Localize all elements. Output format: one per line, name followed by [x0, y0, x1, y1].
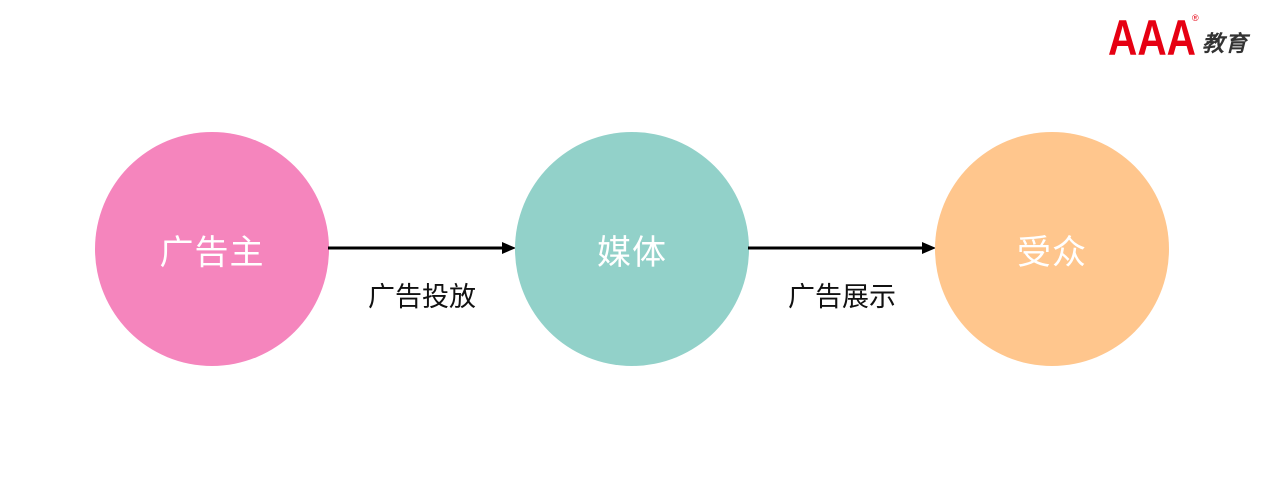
- edge-label-ad-display: 广告展示: [788, 282, 896, 313]
- aaa-logo-mark: AAA ®: [1108, 12, 1199, 58]
- node-media: 媒体: [515, 132, 749, 366]
- logo-registered-mark: ®: [1192, 13, 1199, 23]
- company-logo: AAA ® 教育: [1108, 12, 1253, 58]
- node-audience: 受众: [935, 132, 1169, 366]
- node-advertiser-label: 广告主: [159, 232, 265, 273]
- node-advertiser: 广告主: [95, 132, 329, 366]
- logo-mark-text: AAA: [1108, 12, 1196, 58]
- arrow-media-to-audience: [748, 242, 936, 254]
- node-media-label: 媒体: [597, 232, 667, 273]
- node-audience-label: 受众: [1017, 232, 1087, 273]
- logo-text: 教育: [1202, 31, 1249, 57]
- arrow-1-head: [502, 242, 516, 254]
- arrow-advertiser-to-media: [328, 242, 516, 254]
- edge-label-ad-placement: 广告投放: [368, 282, 476, 313]
- arrow-2-head: [922, 242, 936, 254]
